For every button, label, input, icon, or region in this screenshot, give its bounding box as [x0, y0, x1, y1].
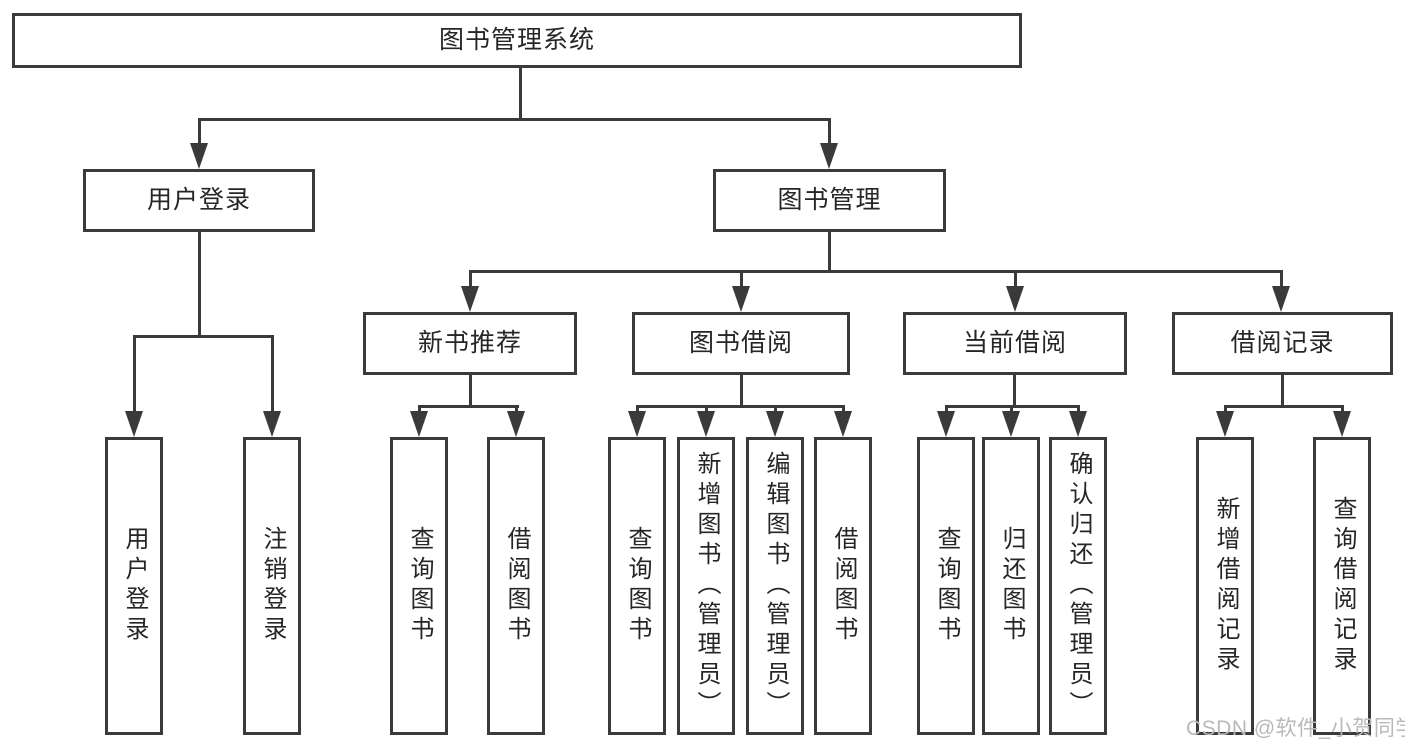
leaf-current-return-label: 归还图书	[998, 526, 1025, 646]
connector-drop-leaf	[1341, 405, 1344, 413]
leaf-logout-label: 注销登录	[259, 526, 286, 646]
csdn-watermark: CSDN @软件_小贺同学	[1186, 717, 1405, 740]
connector-drop-records	[1280, 270, 1283, 288]
arrow-down-icon	[263, 411, 281, 437]
arrow-down-icon	[937, 411, 955, 437]
node-root: 图书管理系统	[12, 13, 1022, 68]
arrow-down-icon	[461, 286, 479, 312]
leaf-current-query-label: 查询图书	[933, 526, 960, 646]
arrow-down-icon	[820, 143, 838, 169]
connector-drop-newbooks	[469, 270, 472, 288]
connector-drop-bookborrow	[740, 270, 743, 288]
connector-drop-leaf	[705, 405, 708, 413]
node-book-borrow: 图书借阅	[632, 312, 850, 375]
arrow-down-icon	[834, 411, 852, 437]
leaf-newbooks-query: 查询图书	[390, 437, 448, 735]
arrow-down-icon	[125, 411, 143, 437]
leaf-current-confirm-admin-label: 确认归还（管理员）	[1065, 451, 1092, 721]
connector-records-rail	[1224, 405, 1343, 408]
arrow-down-icon	[732, 286, 750, 312]
connector-management-stem	[828, 232, 831, 272]
connector-drop-leaf	[133, 335, 136, 413]
node-current-borrow-label: 当前借阅	[962, 329, 1067, 357]
leaf-borrow-add-admin: 新增图书（管理员）	[677, 437, 735, 735]
leaf-newbooks-borrow-label: 借阅图书	[503, 526, 530, 646]
leaf-user-login-label: 用户登录	[121, 526, 148, 646]
arrow-down-icon	[1216, 411, 1234, 437]
node-book-borrow-label: 图书借阅	[688, 329, 793, 357]
leaf-current-confirm-admin: 确认归还（管理员）	[1049, 437, 1107, 735]
connector-drop-leaf	[418, 405, 421, 413]
leaf-records-add: 新增借阅记录	[1196, 437, 1254, 735]
leaf-borrow-edit-admin: 编辑图书（管理员）	[746, 437, 804, 735]
connector-login-stem	[198, 232, 201, 337]
connector-drop-leaf	[271, 335, 274, 413]
node-current-borrow: 当前借阅	[903, 312, 1127, 375]
connector-drop-currentborrow	[1014, 270, 1017, 288]
arrow-down-icon	[1333, 411, 1351, 437]
leaf-logout: 注销登录	[243, 437, 301, 735]
connector-drop-leaf	[842, 405, 845, 413]
connector-drop-leaf	[945, 405, 948, 413]
arrow-down-icon	[697, 411, 715, 437]
connector-drop-login	[198, 118, 201, 146]
arrow-down-icon	[1272, 286, 1290, 312]
leaf-user-login: 用户登录	[105, 437, 163, 735]
leaf-borrow-book-label: 借阅图书	[830, 526, 857, 646]
node-new-books: 新书推荐	[363, 312, 577, 375]
leaf-records-query: 查询借阅记录	[1313, 437, 1371, 735]
node-borrow-records: 借阅记录	[1172, 312, 1393, 375]
leaf-borrow-query: 查询图书	[608, 437, 666, 735]
leaf-records-add-label: 新增借阅记录	[1212, 496, 1239, 676]
connector-root-stem	[519, 68, 522, 120]
arrow-down-icon	[1069, 411, 1087, 437]
leaf-borrow-query-label: 查询图书	[624, 526, 651, 646]
node-user-login: 用户登录	[83, 169, 315, 232]
connector-management-rail	[469, 270, 1282, 273]
connector-drop-leaf	[636, 405, 639, 413]
connector-drop-leaf	[774, 405, 777, 413]
connector-login-rail	[133, 335, 274, 338]
arrow-down-icon	[410, 411, 428, 437]
leaf-newbooks-borrow: 借阅图书	[487, 437, 545, 735]
arrow-down-icon	[1006, 286, 1024, 312]
connector-drop-leaf	[1010, 405, 1013, 413]
connector-drop-leaf	[1077, 405, 1080, 413]
connector-drop-leaf	[515, 405, 518, 413]
connector-bookborrow-rail	[636, 405, 845, 408]
node-new-books-label: 新书推荐	[417, 329, 522, 357]
leaf-current-query: 查询图书	[917, 437, 975, 735]
node-borrow-records-label: 借阅记录	[1230, 329, 1335, 357]
node-root-label: 图书管理系统	[438, 26, 595, 54]
leaf-records-query-label: 查询借阅记录	[1329, 496, 1356, 676]
arrow-down-icon	[190, 143, 208, 169]
connector-newbooks-stem	[469, 375, 472, 407]
connector-drop-management	[828, 118, 831, 146]
connector-currentborrow-stem	[1013, 375, 1016, 407]
arrow-down-icon	[766, 411, 784, 437]
connector-root-rail	[198, 118, 831, 121]
leaf-borrow-edit-admin-label: 编辑图书（管理员）	[762, 451, 789, 721]
node-book-management-label: 图书管理	[777, 186, 882, 214]
leaf-borrow-add-admin-label: 新增图书（管理员）	[693, 451, 720, 721]
leaf-borrow-book: 借阅图书	[814, 437, 872, 735]
node-user-login-label: 用户登录	[146, 186, 251, 214]
leaf-current-return: 归还图书	[982, 437, 1040, 735]
connector-bookborrow-stem	[740, 375, 743, 407]
node-book-management: 图书管理	[713, 169, 946, 232]
arrow-down-icon	[628, 411, 646, 437]
connector-drop-leaf	[1224, 405, 1227, 413]
arrow-down-icon	[1002, 411, 1020, 437]
connector-newbooks-rail	[418, 405, 519, 408]
arrow-down-icon	[507, 411, 525, 437]
leaf-newbooks-query-label: 查询图书	[406, 526, 433, 646]
connector-records-stem	[1281, 375, 1284, 407]
